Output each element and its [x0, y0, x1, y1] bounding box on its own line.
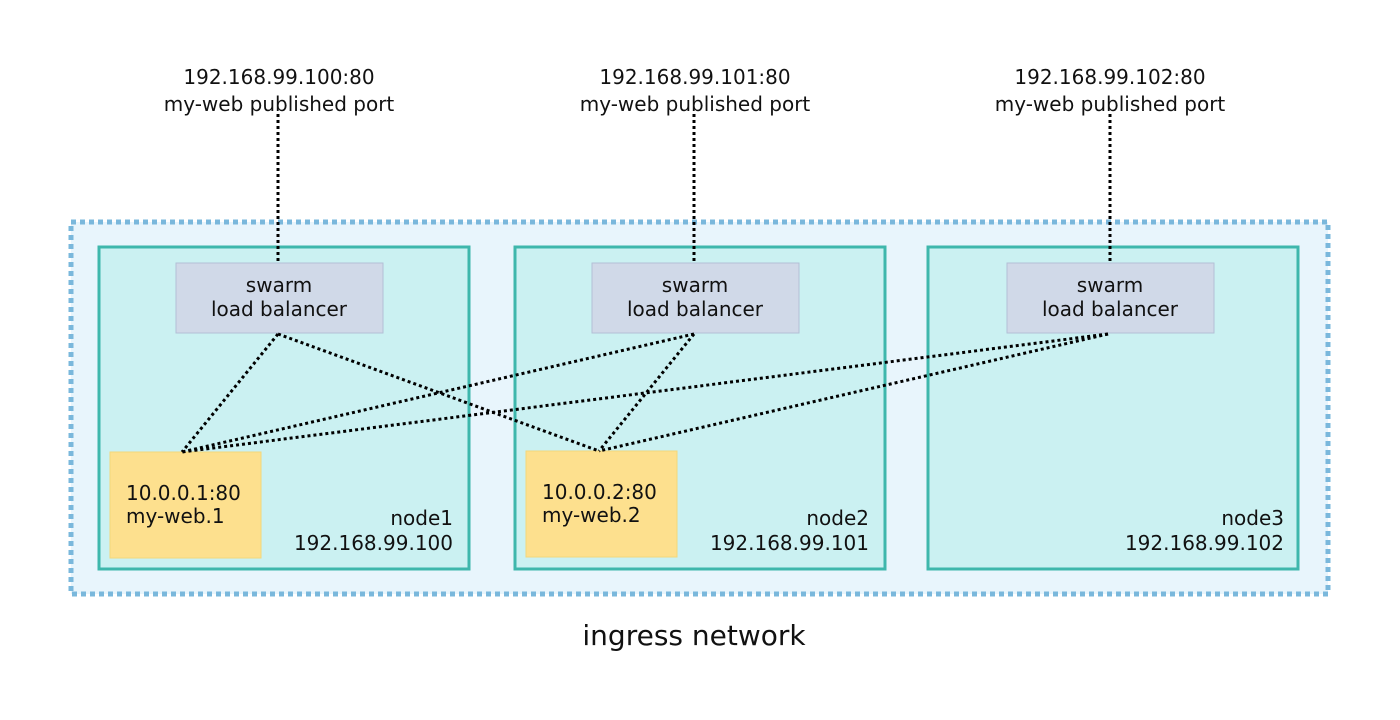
container-2-name: my-web.2 [542, 503, 641, 527]
route-lb1-to-web1 [180, 333, 280, 453]
container-my-web-2 [525, 450, 678, 558]
network-label: ingress network [582, 619, 806, 652]
lb-label-node2-line2: load balancer [627, 297, 764, 321]
lb-label-node3-line1: swarm [1077, 273, 1143, 297]
port-address-node2: 192.168.99.101:80 [599, 65, 790, 89]
node3-load-balancer [1006, 262, 1215, 334]
node1-load-balancer [175, 262, 384, 334]
port-label-node3: my-web published port [995, 92, 1226, 116]
node2-name: node2 [806, 506, 869, 530]
node1-name: node1 [390, 506, 453, 530]
node2-ip: 192.168.99.101 [710, 531, 869, 555]
lb-label-node2-line1: swarm [662, 273, 728, 297]
node1-ip: 192.168.99.100 [294, 531, 453, 555]
container-2-address: 10.0.0.2:80 [542, 480, 657, 504]
node2-load-balancer [591, 262, 800, 334]
route-lb2-to-web2 [597, 333, 696, 452]
lb-label-node3-line2: load balancer [1042, 297, 1179, 321]
port-label-node2: my-web published port [580, 92, 811, 116]
port-address-node1: 192.168.99.100:80 [183, 65, 374, 89]
lb-label-node1-line1: swarm [246, 273, 312, 297]
port-label-node1: my-web published port [164, 92, 395, 116]
container-my-web-1 [109, 451, 262, 559]
route-lb1-to-web2 [277, 332, 600, 453]
node3-ip: 192.168.99.102 [1125, 531, 1284, 555]
lb-label-node1-line2: load balancer [211, 297, 348, 321]
container-1-address: 10.0.0.1:80 [126, 481, 241, 505]
node3-name: node3 [1221, 506, 1284, 530]
container-1-name: my-web.1 [126, 504, 225, 528]
port-address-node3: 192.168.99.102:80 [1014, 65, 1205, 89]
